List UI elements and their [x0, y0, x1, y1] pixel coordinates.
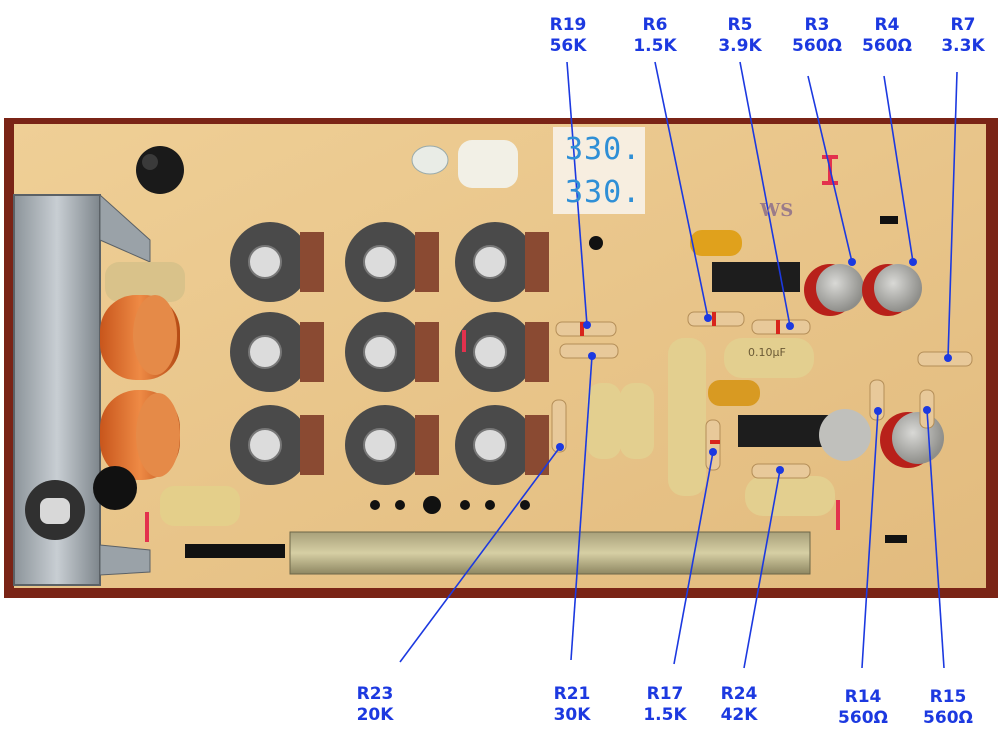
silkscreen-text: WS: [760, 200, 794, 221]
mounting-rail: [289, 531, 811, 575]
handwritten-tag-1: 330.: [565, 132, 642, 167]
electrolytic-caps: [100, 262, 185, 480]
ic-lower: [738, 415, 830, 447]
handwritten-tag-2: 330.: [565, 175, 642, 210]
black-capacitor: [136, 146, 184, 194]
capacitor-print: 0.10μF: [748, 346, 786, 359]
resistors: [551, 311, 973, 479]
heatsink-bracket: [13, 193, 151, 586]
cap-bottom-left: [160, 486, 240, 526]
indicator-lamp: [458, 140, 518, 188]
leader-lines: [399, 61, 958, 669]
ic-upper: [712, 262, 800, 292]
